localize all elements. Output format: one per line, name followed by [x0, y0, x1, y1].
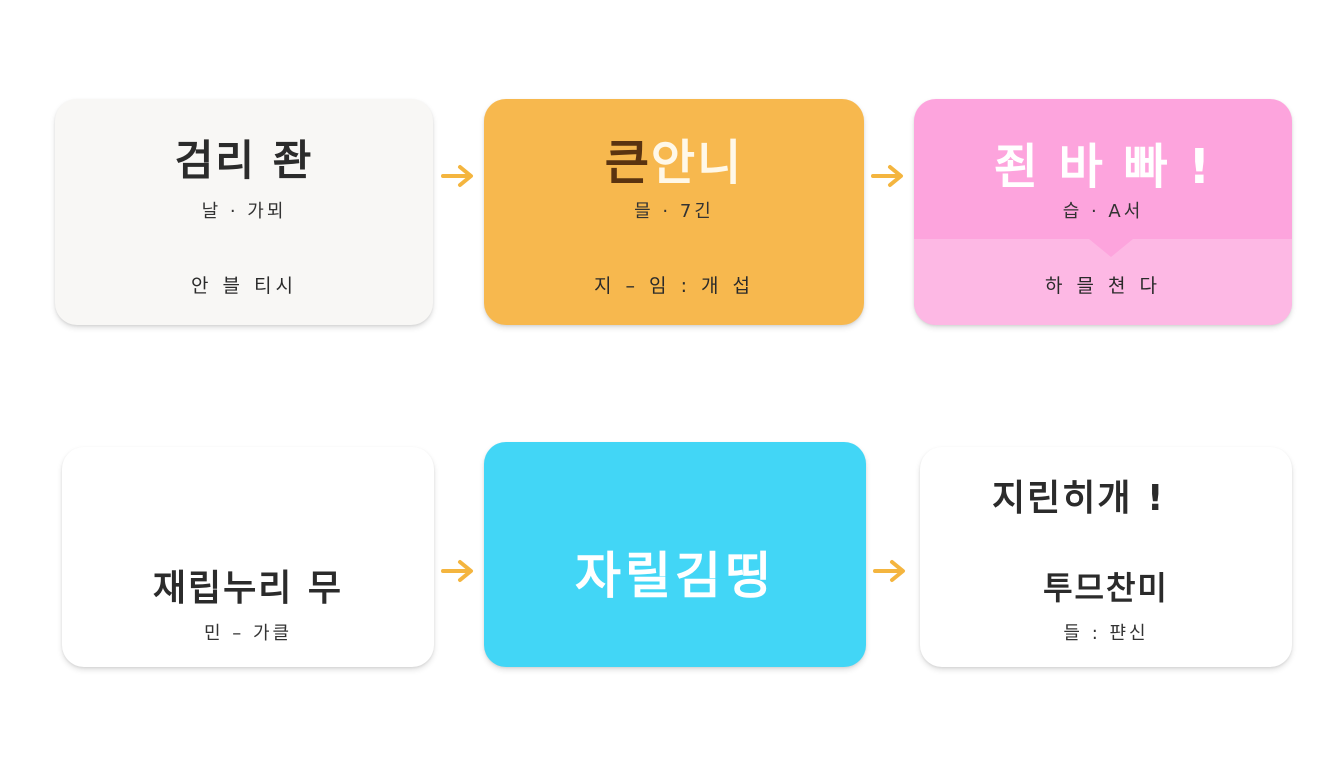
card-title-dark: 큰 [604, 135, 651, 191]
card-title: 자릴김띵 [575, 547, 775, 605]
card-title: 죈 바 빠 ! [993, 139, 1213, 195]
card-title: 지린히개 ! [992, 478, 1166, 519]
arrow-right-icon [873, 560, 905, 582]
flow-card-3: 죈 바 빠 ! 습 · A서 하 믈 쳔 다 [914, 99, 1292, 325]
arrow-right-icon [441, 560, 473, 582]
flow-card-6: 지린히개 ! 투므찬미 들 : 퍈신 [920, 447, 1292, 667]
arrow-right-icon [441, 165, 473, 187]
card-footer: 하 믈 쳔 다 [1044, 275, 1162, 297]
card-title: 큰안니 [484, 123, 864, 193]
card-subtitle: 습 · A서 [1062, 201, 1144, 222]
card-heading-secondary: 투므찬미 [1043, 569, 1169, 607]
callout-notch [1089, 239, 1133, 257]
card-footer: 지 – 임 : 개 섭 [593, 275, 755, 297]
card-subtitle: 믈 · 7긴 [634, 201, 714, 222]
card-subtitle: 날 · 가뫼 [201, 201, 287, 222]
card-footer: 안 블 티시 [191, 275, 297, 297]
card-title-light: 안니 [650, 135, 744, 191]
flow-card-4: 재립누리 무 민 – 가클 [62, 447, 434, 667]
flow-card-1: 검리 좐 날 · 가뫼 안 블 티시 [55, 99, 433, 325]
card-title: 검리 좐 [174, 136, 314, 185]
card-title: 재립누리 무 [152, 568, 344, 609]
card-subtitle: 들 : 퍈신 [1063, 623, 1149, 644]
card-subtitle: 민 – 가클 [203, 623, 293, 644]
flow-card-2: 큰안니 믈 · 7긴 지 – 임 : 개 섭 [484, 99, 864, 325]
arrow-right-icon [871, 165, 903, 187]
flow-card-5: 자릴김띵 [484, 442, 866, 667]
